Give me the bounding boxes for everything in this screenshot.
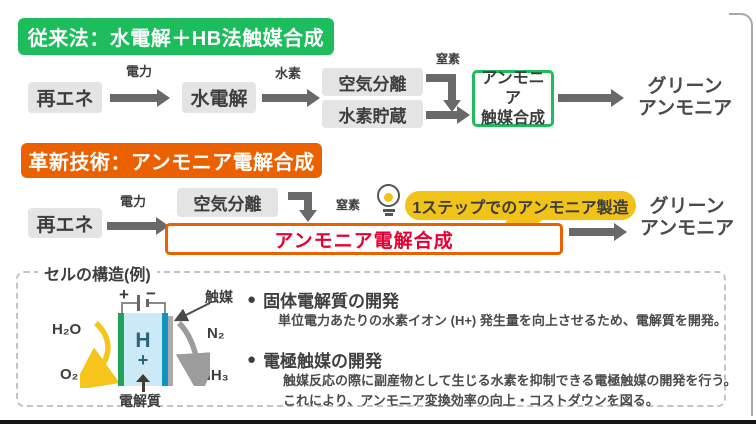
arrow-renewable-to-electrolysis <box>110 89 170 107</box>
arrow-head <box>457 106 470 124</box>
arrow-synthesis-to-output-1 <box>558 89 624 107</box>
output-line1: グリーン <box>647 76 723 97</box>
bullet-icon: ● <box>247 351 257 368</box>
node-air-separation-2: 空気分離 <box>177 188 278 217</box>
lightbulb-icon <box>374 184 404 220</box>
node-ammonia-electrosynthesis: アンモニア電解合成 <box>165 223 563 255</box>
catalytic-synthesis-line2: 触媒合成 <box>480 109 545 127</box>
elbow-arrow-nitrogen-1-horizontal <box>426 74 456 82</box>
label-hydrogen: 水素 <box>274 66 302 81</box>
arrow-synthesis-to-output-2 <box>569 223 627 241</box>
o2-label: O₂ <box>60 366 79 383</box>
arrow-head <box>614 223 627 241</box>
output-green-ammonia-2: グリーン アンモニア <box>632 196 742 240</box>
output-line2: アンモニア <box>637 98 733 119</box>
output-green-ammonia-1: グリーン アンモニア <box>630 76 740 120</box>
rnd-item2-heading: ● 電極触媒の開発 <box>247 347 382 372</box>
node-ammonia-catalytic-synthesis: アンモニア 触媒合成 <box>472 70 554 127</box>
label-nitrogen-2: 窒素 <box>335 198 361 212</box>
node-water-electrolysis: 水電解 <box>182 82 256 113</box>
ion-h-label: H <box>135 328 151 352</box>
cell-electrolyte-body: H + <box>124 313 162 386</box>
frame-right-border <box>729 13 753 416</box>
arrow-head <box>611 89 624 107</box>
wire-left-vertical <box>121 302 123 314</box>
arrow-shaft <box>110 94 159 102</box>
bulb-base-line1 <box>383 209 395 212</box>
wire-right-horizontal <box>149 302 166 304</box>
battery-minus-sign: − <box>146 284 156 303</box>
cell-cathode-teal <box>162 313 168 386</box>
arrow-shaft <box>569 228 616 236</box>
pointer-line <box>174 302 211 322</box>
rnd-item2-body-line2: これにより、アンモニア変換効率の向上・コストダウンを図る。 <box>283 393 659 408</box>
arrow-electrolysis-to-separation <box>262 89 320 107</box>
node-hydrogen-storage: 水素貯蔵 <box>322 100 423 128</box>
bulb-base-line2 <box>385 213 393 216</box>
rnd-item1-heading: ● 固体電解質の開発 <box>247 287 399 312</box>
arrow-head <box>157 89 170 107</box>
elbow-arrow-nitrogen-1-vertical <box>448 74 456 100</box>
label-nitrogen-1: 窒素 <box>435 52 461 66</box>
arrow-head <box>307 89 320 107</box>
battery-plus-sign: + <box>119 285 129 304</box>
node-renewable-1: 再エネ <box>28 82 102 113</box>
output-line2: アンモニア <box>639 218 735 239</box>
rnd-item2-body-line1: 触媒反応の際に副産物として生じる水素を抑制できる電極触媒の開発を行う。 <box>283 373 737 388</box>
arrow-shaft <box>107 222 158 230</box>
up-arrow-stem <box>141 382 145 392</box>
frame-bottom-edge <box>0 420 756 424</box>
yellow-arrow-path <box>80 320 118 388</box>
arrow-storage-to-synthesis <box>426 106 470 124</box>
innovative-banner: 革新技術：アンモニア電解合成 <box>21 143 322 178</box>
n2-to-nh3-gray-arrow <box>175 321 210 386</box>
gray-arrow-path <box>175 321 210 386</box>
cell-anode-green <box>118 313 124 386</box>
cell-structure-panel <box>16 271 726 407</box>
catalyst-pointer-arrow <box>174 302 211 322</box>
battery-long-plate <box>137 295 140 311</box>
catalytic-synthesis-line1: アンモニア <box>481 69 545 107</box>
output-line1: グリーン <box>649 196 725 217</box>
h2o-to-o2-yellow-arrow <box>80 320 118 388</box>
up-arrow-head <box>136 374 150 382</box>
cell-catalyst-gray-strip <box>168 316 173 386</box>
catalyst-label: 触媒 <box>205 289 233 305</box>
h2o-label: H₂O <box>52 321 82 338</box>
electrolyte-up-arrow <box>136 374 150 392</box>
elbow-arrow-nitrogen-2-horizontal <box>288 192 312 200</box>
wire-right-vertical <box>164 302 166 314</box>
arrow-shaft <box>426 111 459 119</box>
electrolyte-label: 電解質 <box>119 393 161 409</box>
one-step-callout-bubble: 1ステップでのアンモニア製造 <box>405 191 636 220</box>
arrow-renewable-to-separation-2 <box>107 217 169 235</box>
elbow-arrow-nitrogen-2-vertical <box>304 192 312 210</box>
arrow-shaft <box>262 94 309 102</box>
elbow-arrow-nitrogen-2-head <box>299 210 317 222</box>
electrosynthesis-label: アンモニア電解合成 <box>274 230 454 252</box>
battery-short-plate <box>146 299 149 307</box>
label-power-1: 電力 <box>125 64 153 79</box>
label-power-2: 電力 <box>119 194 147 209</box>
n2-label: N₂ <box>207 325 225 342</box>
node-air-separation-1: 空気分離 <box>322 68 423 96</box>
rnd-item2-heading-text: 電極触媒の開発 <box>263 352 383 371</box>
bullet-icon: ● <box>247 291 257 308</box>
rnd-item1-body: 単位電力あたりの水素イオン (H+) 発生量を向上させるため、電解質を開発。 <box>278 313 727 328</box>
conventional-banner: 従来法：水電解＋HB法触媒合成 <box>18 18 334 55</box>
arrow-shaft <box>558 94 613 102</box>
node-renewable-2: 再エネ <box>28 208 102 238</box>
ion-plus-label: + <box>137 349 149 370</box>
elbow-arrow-nitrogen-1-head <box>443 100 461 112</box>
rnd-item1-heading-text: 固体電解質の開発 <box>263 292 400 311</box>
cell-structure-title: セルの構造(例) <box>38 261 157 285</box>
wire-left-horizontal <box>121 302 138 304</box>
bulb-filament <box>384 193 393 202</box>
